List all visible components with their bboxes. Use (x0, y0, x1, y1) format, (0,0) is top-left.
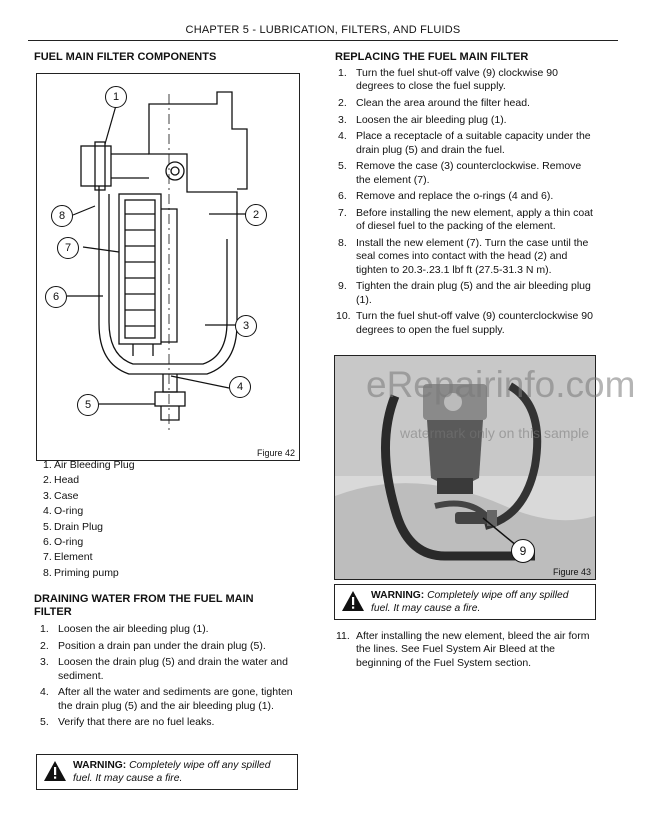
leader-line (482, 517, 518, 547)
warning-text: Completely wipe off any spilled fuel. It… (371, 590, 569, 614)
draining-title: DRAINING WATER FROM THE FUEL MAIN FILTER (34, 593, 254, 618)
step-item: 2.Clean the area around the filter head. (338, 97, 530, 109)
list-item: 2.Head (43, 474, 80, 487)
step-item: 1.Loosen the air bleeding plug (1). (40, 623, 209, 635)
callout-9: 9 (511, 539, 535, 563)
step-item: 5.Verify that there are no fuel leaks. (40, 716, 215, 729)
chapter-title: CHAPTER 5 - LUBRICATION, FILTERS, AND FL… (185, 24, 461, 36)
step-item: 4.Place a receptacle of a suitable capac… (338, 130, 591, 156)
figure-42: 1 2 3 4 5 6 7 8 Figure 42 (36, 73, 300, 461)
step-item: 2.Position a drain pan under the drain p… (40, 639, 266, 652)
figure-43-caption: Figure 43 (552, 567, 591, 577)
list-item: 1.Air Bleeding Plug (43, 459, 135, 471)
callout-2: 2 (245, 204, 267, 226)
step-item: 6.Remove and replace the o-rings (4 and … (338, 190, 554, 203)
components-title: FUEL MAIN FILTER COMPONENTS (34, 51, 217, 63)
step-item: 10.Turn the fuel shut-off valve (9) coun… (336, 310, 593, 336)
warning-text: Completely wipe off any spilled fuel. It… (73, 760, 271, 784)
warning-box-right: WARNING: Completely wipe off any spilled… (334, 584, 596, 620)
warning-label: WARNING: (73, 760, 127, 771)
list-item: 6.O-ring (43, 536, 84, 549)
step-11-list: 11.After installing the new element, ble… (336, 630, 594, 673)
step-item: 7.Before installing the new element, app… (338, 206, 593, 233)
list-item: 5.Drain Plug (43, 520, 104, 533)
fuel-filter-diagram (67, 91, 248, 434)
list-item: 4.O-ring (43, 505, 84, 518)
watermark-main: eRepairinfo.com (366, 364, 636, 405)
replacing-title: REPLACING THE FUEL MAIN FILTER (335, 51, 529, 63)
warning-icon (44, 761, 66, 781)
list-item: 3.Case (43, 489, 79, 502)
watermark-sub: watermark only on this sample (400, 425, 590, 441)
callout-1: 1 (105, 86, 127, 108)
step-item: 3.Loosen the air bleeding plug (1). (338, 113, 507, 126)
step-item: 4.After all the water and sediments are … (40, 686, 293, 712)
list-item: 7.Element (43, 551, 93, 564)
warning-box-left: WARNING: Completely wipe off any spilled… (36, 754, 298, 790)
callout-9-leader (335, 356, 595, 579)
callout-7: 7 (57, 237, 79, 259)
callout-5: 5 (77, 394, 99, 416)
list-item: 8.Priming pump (43, 566, 119, 579)
figure-43: 9 Figure 43 (334, 355, 596, 580)
step-item: 1.Turn the fuel shut-off valve (9) clock… (338, 67, 558, 93)
figure-42-caption: Figure 42 (256, 448, 295, 458)
step-item: 11.After installing the new element, ble… (336, 630, 590, 669)
callout-8: 8 (51, 205, 73, 227)
page-header: CHAPTER 5 - LUBRICATION, FILTERS, AND FL… (28, 24, 618, 41)
components-list: 1.Air Bleeding Plug 2.Head 3.Case 4.O-ri… (38, 458, 288, 581)
callout-4: 4 (229, 376, 251, 398)
draining-steps: 1.Loosen the air bleeding plug (1). 2.Po… (38, 623, 296, 733)
step-item: 5.Remove the case (3) counterclockwise. … (338, 160, 582, 186)
step-item: 8.Install the new element (7). Turn the … (338, 236, 589, 276)
step-item: 3.Loosen the drain plug (5) and drain th… (40, 656, 288, 682)
callout-6: 6 (45, 286, 67, 308)
fuel-shutoff-photo (335, 356, 595, 579)
warning-label: WARNING: (371, 590, 425, 601)
callout-3: 3 (235, 315, 257, 337)
replacing-steps: 1.Turn the fuel shut-off valve (9) clock… (336, 67, 594, 340)
warning-icon (342, 591, 364, 611)
step-item: 9.Tighten the drain plug (5) and the air… (338, 280, 591, 306)
